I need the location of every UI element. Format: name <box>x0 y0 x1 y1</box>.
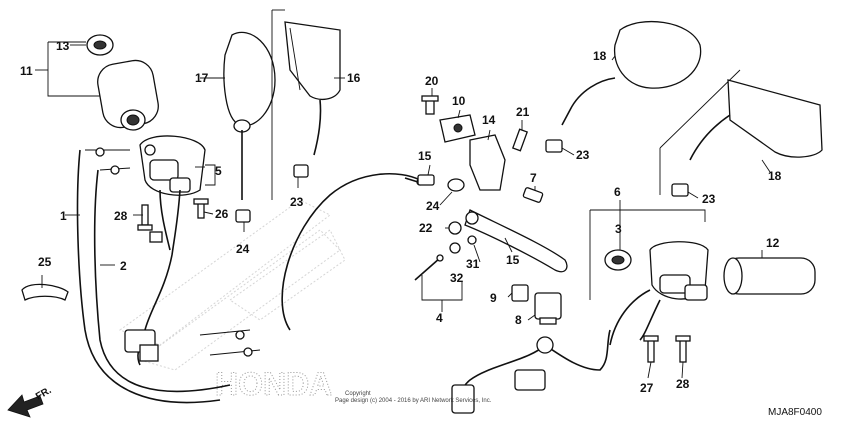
screw-21[interactable] <box>511 128 529 152</box>
callout-22: 22 <box>419 221 433 235</box>
left-mirror-round[interactable] <box>223 31 276 133</box>
wire-band-26[interactable] <box>21 283 69 301</box>
right-switch-housing[interactable] <box>649 241 709 301</box>
callout-16: 15 <box>418 149 432 163</box>
nut-25[interactable] <box>447 178 465 192</box>
callout-11: 11 <box>20 64 33 78</box>
callout-23-left: 23 <box>290 195 304 209</box>
screw-30[interactable] <box>643 335 659 363</box>
copyright-line2: Page design (c) 2004 - 2016 by ARI Netwo… <box>335 398 492 404</box>
callout-21: 21 <box>516 105 530 119</box>
clutch-lever-15[interactable] <box>464 209 568 273</box>
callout-4: 4 <box>436 311 443 325</box>
diode-9[interactable] <box>511 284 529 302</box>
left-switch-housing[interactable] <box>139 135 206 196</box>
callout-18-left: 17 <box>195 71 209 85</box>
nut-32[interactable] <box>449 242 461 254</box>
callout-27: 26 <box>215 207 229 221</box>
honda-wing-logo <box>118 199 346 371</box>
callout-7: 7 <box>530 171 537 185</box>
screw-28[interactable] <box>675 335 691 363</box>
nut-small-left[interactable] <box>149 231 163 243</box>
callout-14: 14 <box>482 113 496 127</box>
harness-connector-2[interactable] <box>514 369 546 391</box>
right-mirror-rect[interactable] <box>727 79 823 158</box>
mirror-nut-23-right[interactable] <box>671 183 689 197</box>
relay-8[interactable] <box>534 292 562 325</box>
mirror-nut-24-right[interactable] <box>545 139 563 153</box>
callout-30: 27 <box>640 381 654 395</box>
washer-31[interactable] <box>467 235 477 245</box>
left-throttle-grip[interactable] <box>95 58 161 131</box>
callout-1: 1 <box>60 209 67 223</box>
harness-connector[interactable] <box>451 384 475 414</box>
callout-8: 8 <box>515 313 522 327</box>
front-direction-label: FR. <box>34 385 54 403</box>
adjuster-16[interactable] <box>417 174 435 186</box>
callout-3: 3 <box>615 222 622 236</box>
callout-31: 31 <box>466 257 480 271</box>
callout-6: 6 <box>614 185 621 199</box>
grip-end-cap[interactable] <box>86 34 114 56</box>
callout-32: 32 <box>450 271 464 285</box>
lever-holder-10[interactable] <box>439 114 476 143</box>
diagram-code: MJA8F0400 <box>768 407 822 418</box>
callout-29: 28 <box>114 209 128 223</box>
callout-20: 20 <box>425 74 439 88</box>
callout-17: 16 <box>347 71 361 85</box>
callout-19: 18 <box>768 169 782 183</box>
callout-24-right: 23 <box>576 148 590 162</box>
throttle-pipe-3[interactable] <box>604 249 632 271</box>
honda-logo-text: HONDA <box>215 366 332 402</box>
clutch-bracket-14[interactable] <box>469 134 506 191</box>
screw-29[interactable] <box>137 204 153 231</box>
bolt-22[interactable] <box>448 221 462 235</box>
callout-18-right: 18 <box>593 49 607 63</box>
mirror-nut-24-left[interactable] <box>235 209 251 223</box>
callout-13: 13 <box>56 39 70 53</box>
bolt-20[interactable] <box>421 95 439 115</box>
callout-2: 2 <box>120 259 127 273</box>
switch-7[interactable] <box>522 187 544 203</box>
callout-28: 28 <box>676 377 690 391</box>
callout-5: 5 <box>215 164 222 178</box>
left-switch-connector[interactable] <box>124 329 159 362</box>
screw-27[interactable] <box>193 198 209 219</box>
callout-25: 24 <box>426 199 440 213</box>
mirror-nut-23-left[interactable] <box>293 164 309 178</box>
right-mirror-round[interactable] <box>613 20 702 89</box>
left-mirror-rect[interactable] <box>284 21 341 101</box>
right-grip-12[interactable] <box>723 257 816 295</box>
callout-10: 10 <box>452 94 466 108</box>
callout-12: 12 <box>766 236 780 250</box>
callout-9: 9 <box>490 291 497 305</box>
callout-24-left: 24 <box>236 242 250 256</box>
callout-23-right: 23 <box>702 192 716 206</box>
callout-26: 25 <box>38 255 52 269</box>
copyright-line1: Copyright <box>345 391 371 397</box>
front-direction-arrow-icon <box>7 394 44 418</box>
callout-15: 15 <box>506 253 520 267</box>
